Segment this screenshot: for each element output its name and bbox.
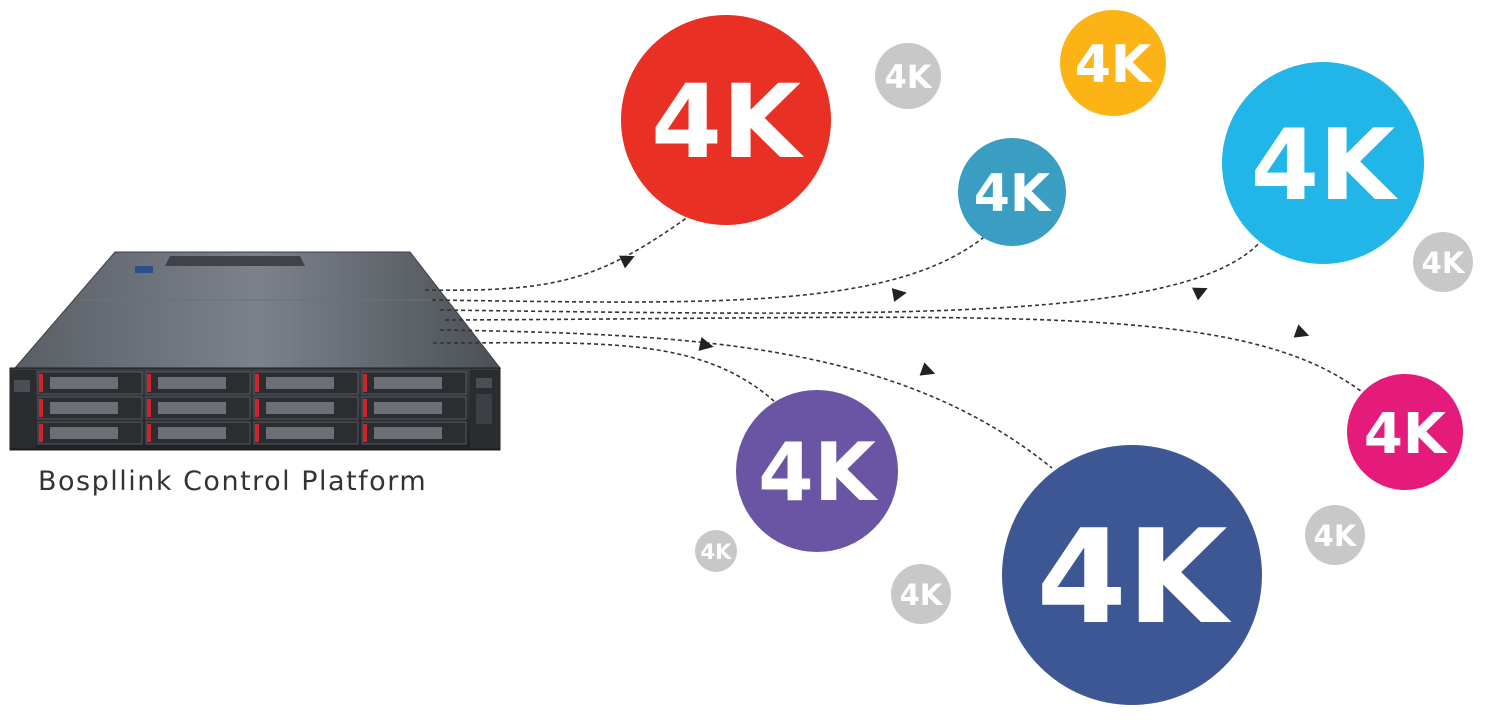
arrowhead-navy [919,362,936,376]
bubble-gray-5-circle [891,564,951,624]
bubble-red-circle [621,15,831,225]
drive-bay-grille [50,427,118,439]
connection-line-sky [439,239,1263,314]
bubble-orange-label: 4K [1075,35,1153,95]
drive-bay-latch [363,374,367,392]
bubble-gray-5-label: 4K [900,578,944,612]
bubble-gray-1-circle [875,43,941,109]
drive-bay-grille [266,402,334,414]
bubble-teal-label: 4K [974,164,1052,224]
bubble-magenta: 4K [1347,374,1463,490]
bubble-teal: 4K [958,138,1066,246]
platform-label: Bospllink Control Platform [38,466,428,497]
connection-line-red [424,211,696,291]
drive-bay-grille [266,427,334,439]
bubble-purple-label: 4K [758,426,879,519]
drive-bay-grid [37,371,467,445]
drive-bay-grille [50,402,118,414]
drive-bay-latch [255,374,259,392]
bubble-gray-2-circle [1413,232,1473,292]
bubble-gray-3: 4K [1305,505,1365,565]
bubble-gray-5: 4K [891,564,951,624]
drive-bay-grille [158,427,226,439]
bubble-navy: 4K [1002,445,1262,705]
drive-bay-grille [374,427,442,439]
drive-bay-latch [39,399,43,417]
bubble-gray-4-label: 4K [701,540,733,564]
bubble-red-label: 4K [651,63,805,182]
bubble-gray-1-label: 4K [884,58,932,96]
bubble-gray-4-circle [695,530,737,572]
drive-bay-grille [50,377,118,389]
bubble-orange-circle [1060,10,1166,116]
connection-lines [424,211,1363,469]
drive-bay-latch [39,374,43,392]
bubble-sky: 4K [1222,62,1424,264]
drive-bay-latch [147,374,151,392]
drive-bay-latch [255,424,259,442]
bubble-gray-3-label: 4K [1314,519,1358,553]
drive-bay-grille [158,402,226,414]
bubble-navy-circle [1002,445,1262,705]
drive-bay-latch [363,399,367,417]
arrowhead-sky [1192,287,1208,301]
bubble-gray-1: 4K [875,43,941,109]
connection-line-purple [432,341,776,403]
arrowheads [619,255,1310,376]
connection-line-navy [439,329,1053,469]
drive-bay-latch [255,399,259,417]
drive-bay-grille [266,377,334,389]
bubble-gray-2: 4K [1413,232,1473,292]
bubble-sky-circle [1222,62,1424,264]
bubble-navy-label: 4K [1036,501,1231,653]
bubble-teal-circle [958,138,1066,246]
drive-bay-latch [147,399,151,417]
bubble-gray-2-label: 4K [1422,246,1466,280]
connection-line-teal [431,231,991,303]
drive-bay-latch [363,424,367,442]
drive-bay-grille [374,402,442,414]
bubble-red: 4K [621,15,831,225]
drive-bay-latch [147,424,151,442]
bubble-purple: 4K [736,390,898,552]
arrowhead-red [619,255,635,269]
bubble-magenta-label: 4K [1364,402,1449,467]
bubble-gray-4: 4K [695,530,737,572]
bubble-gray-3-circle [1305,505,1365,565]
bubble-magenta-circle [1347,374,1463,490]
arrowhead-magenta [1293,324,1310,338]
arrowhead-teal [891,288,907,302]
arrowhead-purple [698,337,714,351]
drive-bay-latch [39,424,43,442]
connection-line-magenta [444,316,1363,393]
server-icon [9,251,502,451]
bubble-purple-circle [736,390,898,552]
bubble-orange: 4K [1060,10,1166,116]
bubble-sky-label: 4K [1251,109,1398,223]
drive-bay-grille [158,377,226,389]
drive-bay-grille [374,377,442,389]
